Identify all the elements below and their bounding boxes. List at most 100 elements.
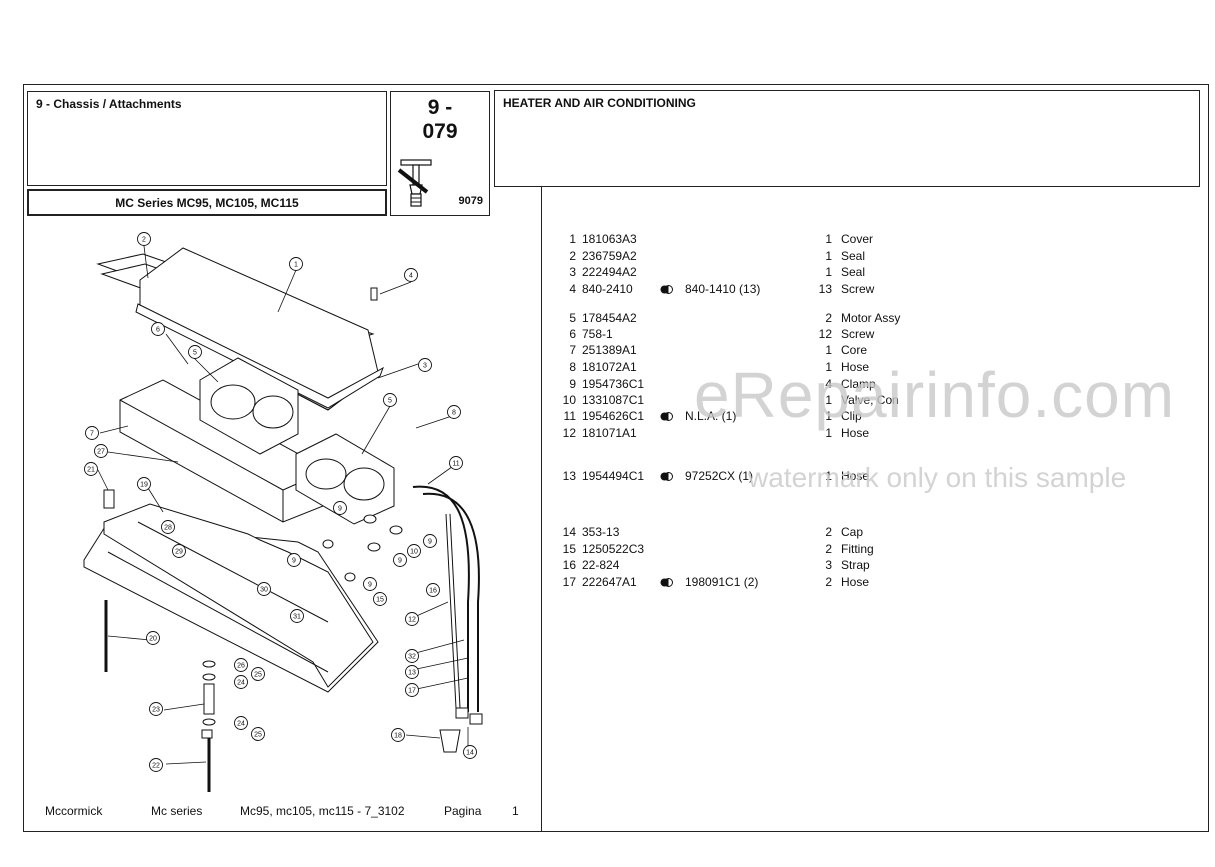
svg-text:5: 5 bbox=[388, 398, 392, 405]
series-title: MC Series MC95, MC105, MC115 bbox=[115, 195, 299, 210]
part-item-number: 17 bbox=[562, 575, 576, 589]
part-number: 1954626C1 bbox=[582, 409, 645, 423]
part-item-number: 12 bbox=[562, 426, 576, 440]
svg-text:27: 27 bbox=[97, 449, 105, 456]
part-number: 222494A2 bbox=[582, 265, 637, 279]
svg-text:15: 15 bbox=[376, 597, 384, 604]
part-description: Fitting bbox=[841, 542, 874, 556]
part-item-number: 6 bbox=[569, 327, 576, 341]
svg-text:9: 9 bbox=[398, 558, 402, 565]
svg-text:8: 8 bbox=[452, 410, 456, 417]
svg-text:29: 29 bbox=[175, 549, 183, 556]
part-item-number: 15 bbox=[562, 542, 576, 556]
part-quantity: 1 bbox=[825, 265, 832, 279]
part-number: 181071A1 bbox=[582, 426, 637, 440]
svg-text:10: 10 bbox=[410, 549, 418, 556]
part-number: 1331087C1 bbox=[582, 393, 645, 407]
svg-text:9: 9 bbox=[338, 506, 342, 513]
svg-text:16: 16 bbox=[429, 588, 437, 595]
footer-series: Mc series bbox=[151, 804, 203, 818]
part-quantity: 2 bbox=[825, 311, 832, 325]
svg-text:12: 12 bbox=[408, 617, 416, 624]
footer-page-number: 1 bbox=[512, 804, 519, 818]
svg-text:9: 9 bbox=[368, 582, 372, 589]
parts-row: 10 1331087C1 1 Valve, Con bbox=[548, 392, 1208, 408]
page-frame bbox=[23, 84, 1209, 832]
part-quantity: 4 bbox=[825, 377, 832, 391]
part-replacement: N.L.A. (1) bbox=[685, 409, 737, 423]
part-quantity: 2 bbox=[825, 575, 832, 589]
part-description: Cap bbox=[841, 525, 864, 539]
footer-model: Mc95, mc105, mc115 - 7_3102 bbox=[240, 804, 405, 818]
svg-text:2: 2 bbox=[142, 237, 146, 244]
part-quantity: 1 bbox=[825, 393, 832, 407]
part-number: 251389A1 bbox=[582, 343, 637, 357]
part-item-number: 7 bbox=[569, 343, 576, 357]
part-description: Screw bbox=[841, 327, 875, 341]
svg-text:25: 25 bbox=[254, 672, 262, 679]
svg-text:4: 4 bbox=[409, 273, 413, 280]
heading-box: HEATER AND AIR CONDITIONING bbox=[494, 90, 1200, 187]
part-item-number: 13 bbox=[562, 469, 576, 483]
svg-text:6: 6 bbox=[156, 327, 160, 334]
svg-text:14: 14 bbox=[466, 750, 474, 757]
part-number: 1954494C1 bbox=[582, 469, 645, 483]
svg-text:1: 1 bbox=[294, 262, 298, 269]
svg-text:30: 30 bbox=[260, 587, 268, 594]
part-quantity: 13 bbox=[818, 282, 832, 296]
page-code: 9 - 079 bbox=[422, 96, 458, 143]
part-description: Valve, Con bbox=[841, 393, 899, 407]
series-title-box: MC Series MC95, MC105, MC115 bbox=[27, 189, 387, 216]
replacement-indicator-icon bbox=[660, 472, 673, 481]
part-number: 236759A2 bbox=[582, 249, 637, 263]
part-description: Motor Assy bbox=[841, 311, 901, 325]
svg-text:11: 11 bbox=[452, 461, 459, 468]
part-quantity: 1 bbox=[825, 360, 832, 374]
svg-text:32: 32 bbox=[408, 654, 416, 661]
part-description: Seal bbox=[841, 265, 866, 279]
footer-brand: Mccormick bbox=[45, 804, 103, 818]
part-number: 758-1 bbox=[582, 327, 613, 341]
part-item-number: 1 bbox=[569, 232, 576, 246]
part-description: Strap bbox=[841, 558, 870, 572]
part-item-number: 3 bbox=[569, 265, 576, 279]
part-quantity: 1 bbox=[825, 409, 832, 423]
part-quantity: 2 bbox=[825, 525, 832, 539]
part-description: Screw bbox=[841, 282, 875, 296]
part-description: Clip bbox=[841, 409, 862, 423]
part-quantity: 1 bbox=[825, 426, 832, 440]
part-number: 181072A1 bbox=[582, 360, 637, 374]
page-code-box: 9 - 079 9079 bbox=[390, 91, 490, 216]
part-quantity: 1 bbox=[825, 232, 832, 246]
svg-text:13: 13 bbox=[408, 670, 416, 677]
svg-text:24: 24 bbox=[237, 680, 245, 687]
part-replacement: 840-1410 (13) bbox=[685, 282, 761, 296]
svg-text:20: 20 bbox=[149, 636, 157, 643]
part-number: 1954736C1 bbox=[582, 377, 645, 391]
parts-row: 3 222494A2 1 Seal bbox=[548, 264, 1208, 280]
replacement-indicator-icon bbox=[660, 412, 673, 421]
svg-text:9: 9 bbox=[428, 539, 432, 546]
replacement-indicator-icon bbox=[660, 578, 673, 587]
svg-text:5: 5 bbox=[193, 350, 197, 357]
footer-page-label: Pagina bbox=[444, 804, 482, 818]
svg-text:24: 24 bbox=[237, 721, 245, 728]
part-description: Hose bbox=[841, 360, 870, 374]
svg-text:18: 18 bbox=[394, 733, 402, 740]
part-quantity: 1 bbox=[825, 343, 832, 357]
svg-text:31: 31 bbox=[293, 614, 301, 621]
part-description: Cover bbox=[841, 232, 874, 246]
part-item-number: 10 bbox=[562, 393, 576, 407]
svg-text:22: 22 bbox=[152, 763, 160, 770]
